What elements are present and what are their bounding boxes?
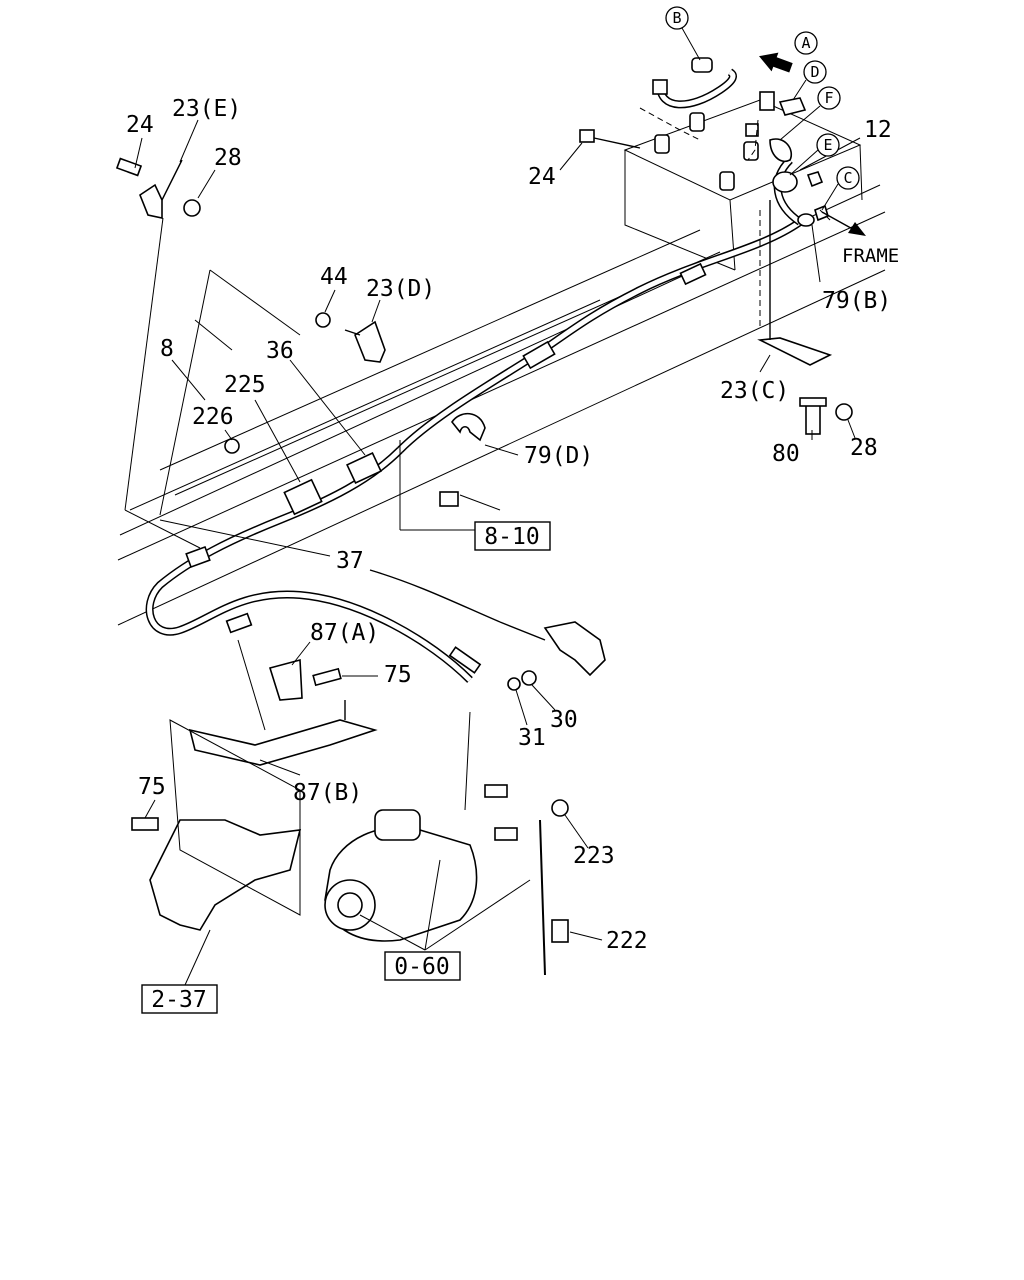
label-44: 44 [320, 264, 348, 290]
battery-cable-main [397, 157, 803, 453]
ref-box-0-60: 0-60 [384, 951, 461, 981]
label-8: 8 [160, 336, 174, 362]
label-80: 80 [772, 441, 800, 467]
svg-text:0-60: 0-60 [394, 954, 449, 980]
svg-text:2-37: 2-37 [151, 987, 206, 1013]
ref-box-8-10: 8-10 [474, 521, 551, 551]
circle-ref-b: B [665, 6, 701, 61]
label-75-low: 75 [138, 774, 166, 800]
label-79b: 79(B) [822, 288, 891, 314]
label-23c: 23(C) [720, 378, 789, 404]
svg-text:C: C [843, 169, 852, 187]
part-labels: 24 23(E) 28 24 44 23(D) 8 36 225 226 79(… [126, 96, 899, 954]
frame-arrow-icon [848, 222, 866, 236]
label-222: 222 [606, 928, 648, 954]
label-226: 226 [192, 404, 234, 430]
label-75-mid: 75 [384, 662, 412, 688]
label-37: 37 [336, 548, 364, 574]
battery-jumper [652, 57, 829, 227]
arrow-a-icon [759, 52, 793, 73]
circle-ref-a: A [794, 31, 818, 55]
svg-text:A: A [801, 34, 810, 52]
label-12: 12 [864, 117, 892, 143]
svg-text:B: B [672, 9, 681, 27]
circle-refs: B A D F E C [665, 6, 860, 211]
fasteners [115, 129, 853, 976]
label-79d: 79(D) [524, 443, 593, 469]
svg-text:F: F [824, 89, 833, 107]
label-30: 30 [550, 707, 578, 733]
circle-ref-f: F [779, 86, 841, 141]
leader-lines [124, 107, 861, 986]
label-23d: 23(D) [366, 276, 435, 302]
label-28-top: 28 [214, 145, 242, 171]
label-223: 223 [573, 843, 615, 869]
svg-text:8-10: 8-10 [484, 524, 539, 550]
circle-ref-e: E [789, 133, 840, 176]
direction-arrows [759, 52, 866, 236]
svg-text:D: D [810, 63, 819, 81]
label-225: 225 [224, 372, 266, 398]
svg-text:E: E [823, 136, 832, 154]
label-28-right: 28 [850, 435, 878, 461]
label-31: 31 [518, 725, 546, 751]
label-87a: 87(A) [310, 620, 379, 646]
ref-box-2-37: 2-37 [141, 984, 218, 1014]
label-23e: 23(E) [172, 96, 241, 122]
label-24-right: 24 [528, 164, 556, 190]
label-36: 36 [266, 338, 294, 364]
circle-ref-c: C [821, 166, 860, 211]
cable-37 [369, 569, 606, 677]
battery-box [623, 99, 863, 271]
label-frame: FRAME [842, 245, 899, 267]
label-24-top: 24 [126, 112, 154, 138]
label-87b: 87(B) [293, 780, 362, 806]
boxed-refs: 8-10 0-60 2-37 [141, 521, 551, 1014]
circle-ref-d: D [792, 60, 827, 101]
